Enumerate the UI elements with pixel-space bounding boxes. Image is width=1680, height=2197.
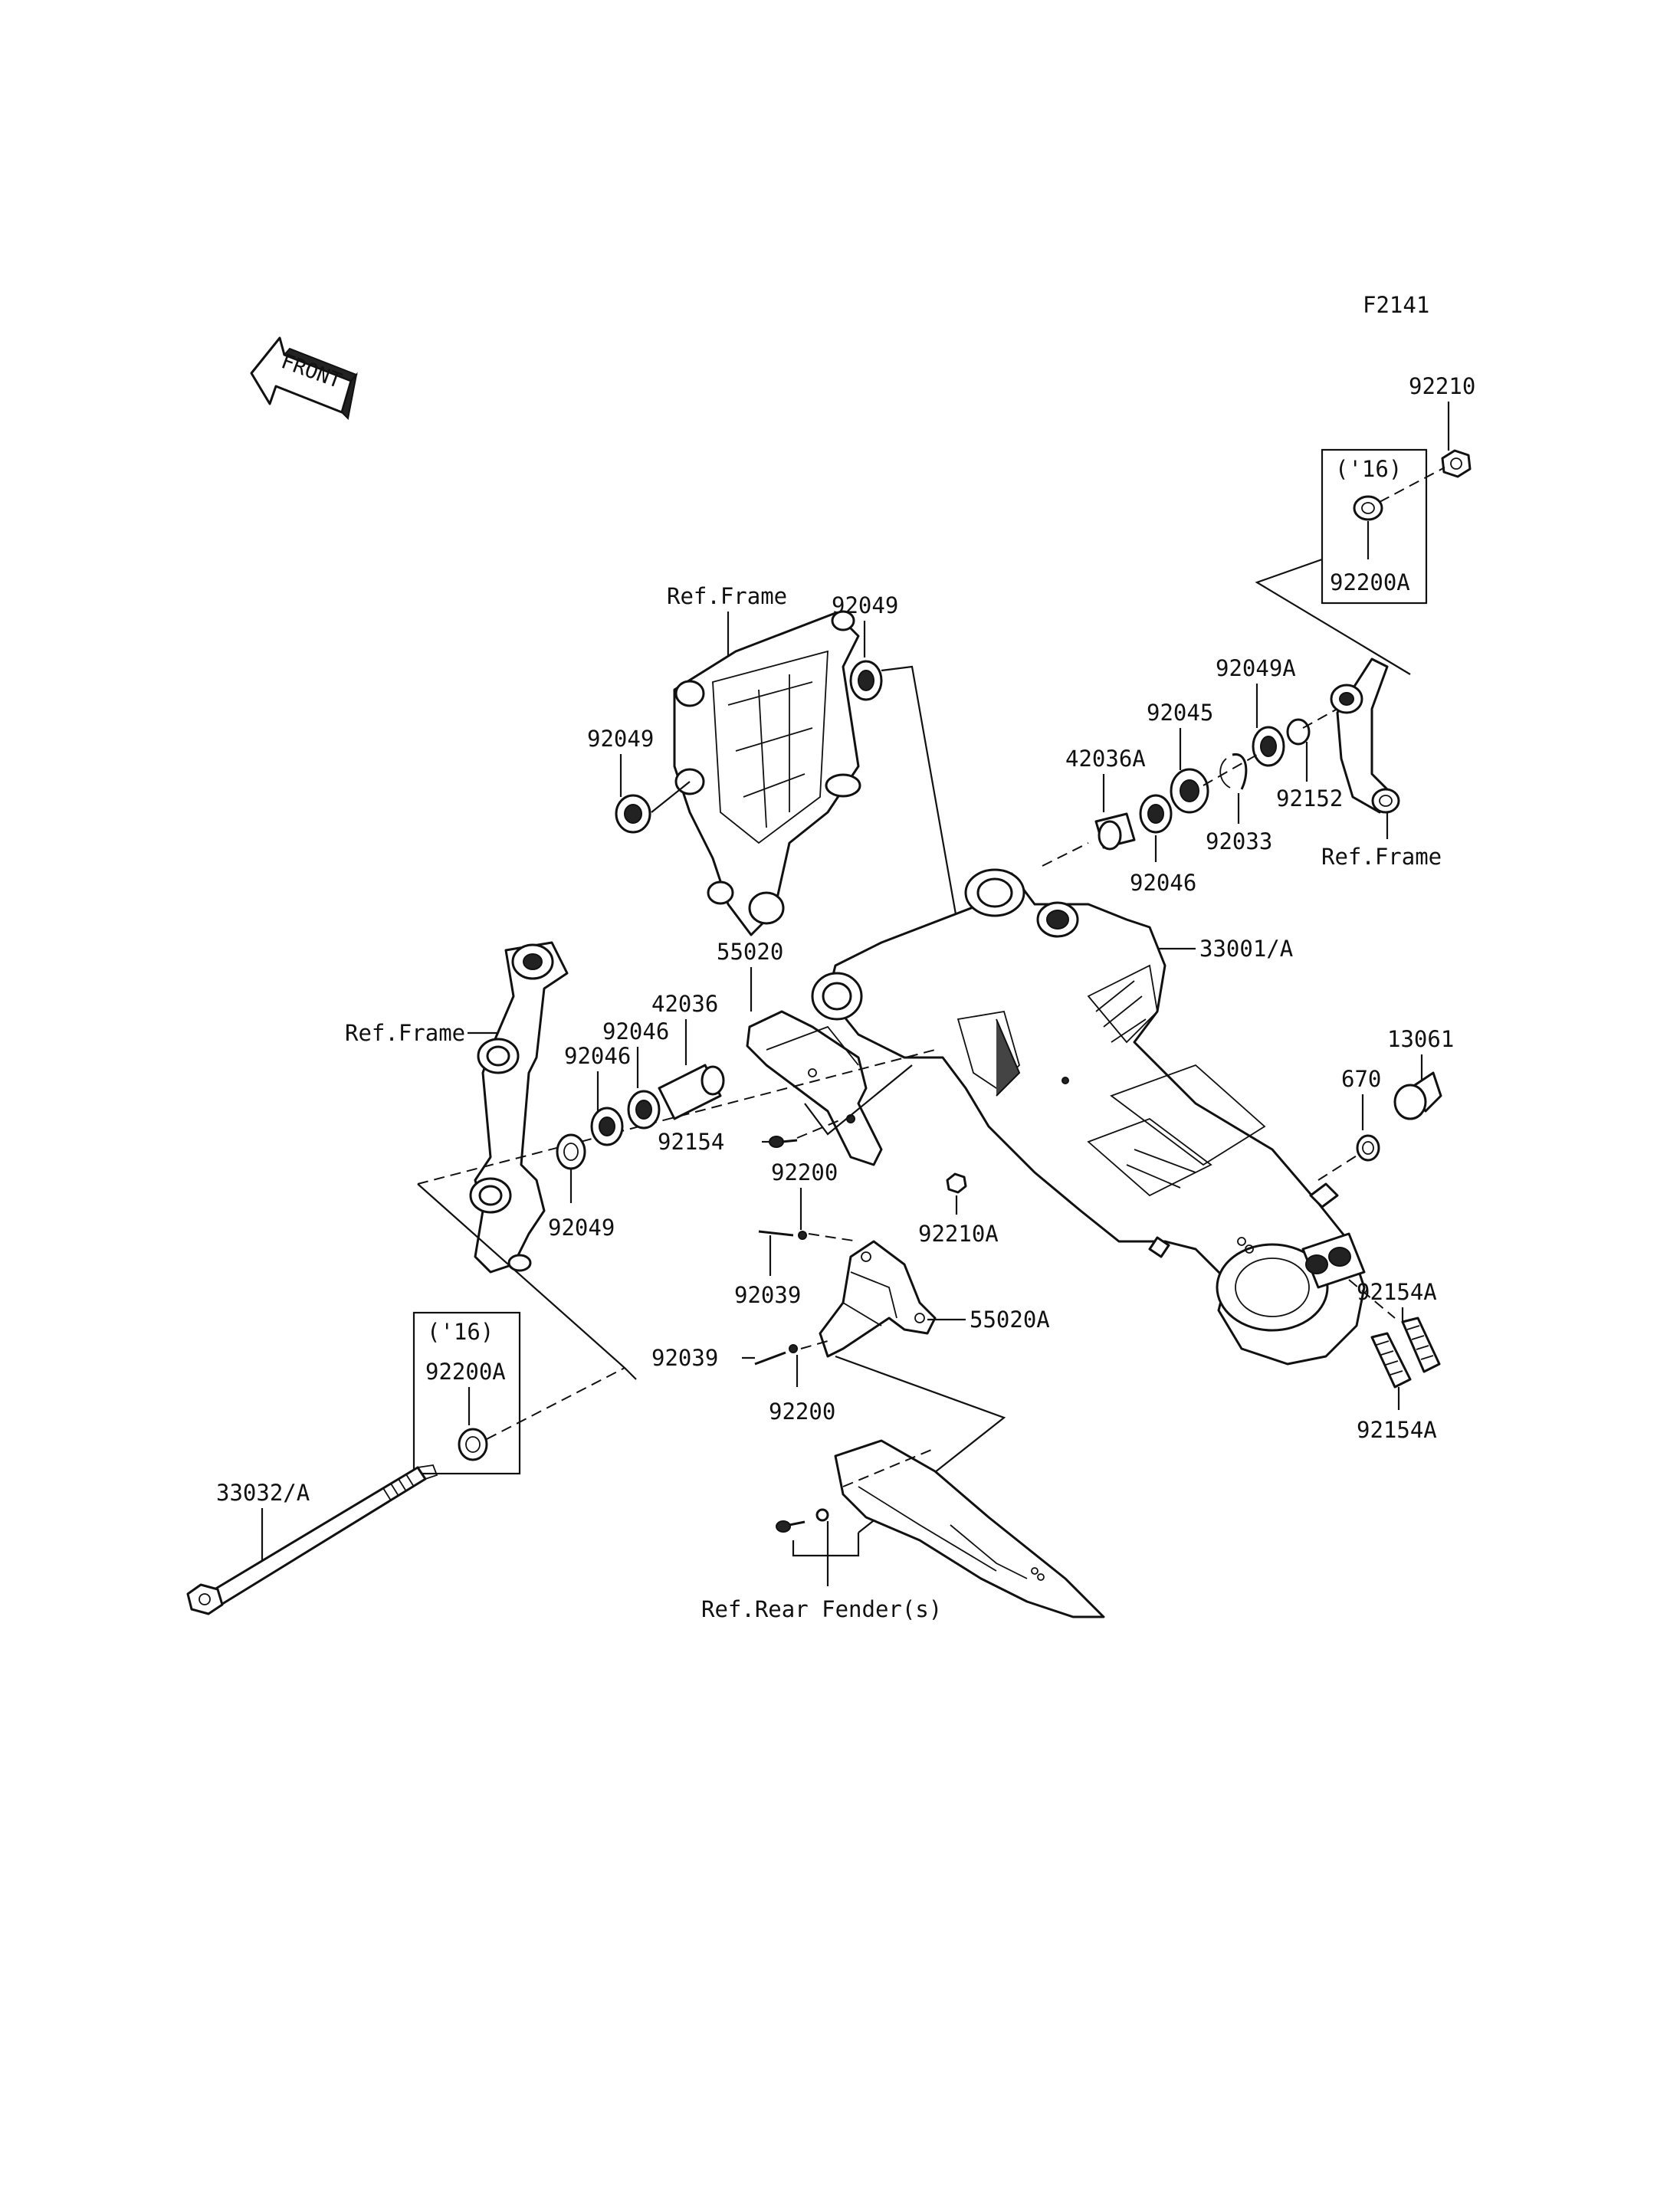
label-42036A: 42036A	[1065, 746, 1146, 772]
front-arrow-icon: FRONT	[250, 336, 358, 421]
sleeve-42036A	[1094, 812, 1136, 851]
chain-guard-55020A	[819, 1240, 937, 1358]
label-13061: 13061	[1387, 1026, 1454, 1052]
label-92154A-top: 92154A	[1357, 1279, 1437, 1305]
label-ref-rear-fender: Ref.Rear Fender(s)	[701, 1596, 942, 1622]
label-33032A: 33032/A	[216, 1480, 310, 1506]
label-92039-a: 92039	[734, 1282, 801, 1308]
label-92210: 92210	[1409, 373, 1475, 399]
bolt-92154A-b	[1370, 1332, 1412, 1389]
frame-plate-top	[673, 610, 861, 936]
label-92200-a: 92200	[771, 1159, 838, 1185]
label-42036: 42036	[651, 991, 718, 1017]
collar-13061	[1393, 1071, 1442, 1120]
figure-code: F2141	[1363, 292, 1429, 318]
label-92152: 92152	[1276, 785, 1343, 812]
label-92033: 92033	[1206, 828, 1272, 854]
label-92046-right: 92046	[1130, 870, 1196, 896]
label-92154: 92154	[658, 1129, 724, 1155]
label-year16-bottom: ('16)	[427, 1319, 494, 1345]
label-92039-b: 92039	[651, 1345, 718, 1371]
chain-guard-55020	[746, 1010, 883, 1166]
washer-92200-b	[789, 1344, 798, 1353]
washer-92200A-bottom	[458, 1428, 488, 1461]
label-670: 670	[1341, 1066, 1381, 1092]
label-92049-left: 92049	[587, 726, 654, 752]
bearing-92045	[1170, 768, 1209, 814]
collar-92152	[1286, 718, 1311, 746]
label-92049-top: 92049	[832, 592, 898, 618]
washer-92200A-top	[1353, 495, 1383, 521]
seal-92049A	[1252, 726, 1285, 767]
frame-bracket-right	[1330, 657, 1400, 814]
pin-92039-b	[754, 1351, 786, 1366]
axle-bolt-33032A	[186, 1464, 438, 1615]
label-ref-frame-right: Ref.Frame	[1321, 844, 1442, 870]
label-92210A: 92210A	[918, 1221, 999, 1247]
label-92046-b: 92046	[602, 1018, 669, 1044]
label-33001A: 33001/A	[1199, 936, 1293, 962]
label-55020: 55020	[717, 939, 783, 965]
pin-92039-a	[758, 1230, 794, 1237]
seal-92049-low	[556, 1133, 586, 1170]
swingarm-33001A	[811, 868, 1366, 1366]
needle-bearing-92046-right	[1139, 794, 1173, 834]
o-ring-670	[1356, 1134, 1380, 1162]
label-92200A-bottom: 92200A	[425, 1359, 506, 1385]
label-92154A-bottom: 92154A	[1357, 1417, 1437, 1443]
bolt-92154	[769, 1136, 798, 1148]
circlip-92033	[1219, 753, 1248, 790]
washer-92200-a	[798, 1231, 807, 1240]
label-year16-top: ('16)	[1335, 456, 1402, 482]
sleeve-42036	[658, 1064, 725, 1120]
year16-box-top	[1321, 448, 1428, 605]
rear-fender	[834, 1439, 1105, 1618]
washer-rear-fender	[815, 1508, 829, 1522]
seal-92049-left	[615, 794, 651, 834]
needle-bearing-92046-b	[627, 1090, 661, 1130]
label-92200-b: 92200	[769, 1399, 835, 1425]
year16-box-bottom	[412, 1311, 521, 1475]
label-92049-low: 92049	[548, 1215, 615, 1241]
frame-linkage-left	[469, 941, 569, 1274]
label-92046-a: 92046	[564, 1043, 631, 1069]
label-ref-frame-top: Ref.Frame	[667, 583, 787, 609]
label-92045: 92045	[1147, 700, 1213, 726]
bolt-92154A-a	[1401, 1317, 1441, 1373]
needle-bearing-92046-a	[590, 1107, 624, 1146]
seal-92049-top	[849, 660, 883, 701]
label-92200A-top: 92200A	[1330, 569, 1410, 595]
label-55020A: 55020A	[970, 1307, 1050, 1333]
label-ref-frame-left: Ref.Frame	[345, 1020, 465, 1046]
nut-92210A	[946, 1172, 967, 1194]
label-92049A: 92049A	[1216, 655, 1296, 681]
bolt-rear-fender	[776, 1520, 806, 1533]
nut-92210	[1441, 449, 1472, 478]
